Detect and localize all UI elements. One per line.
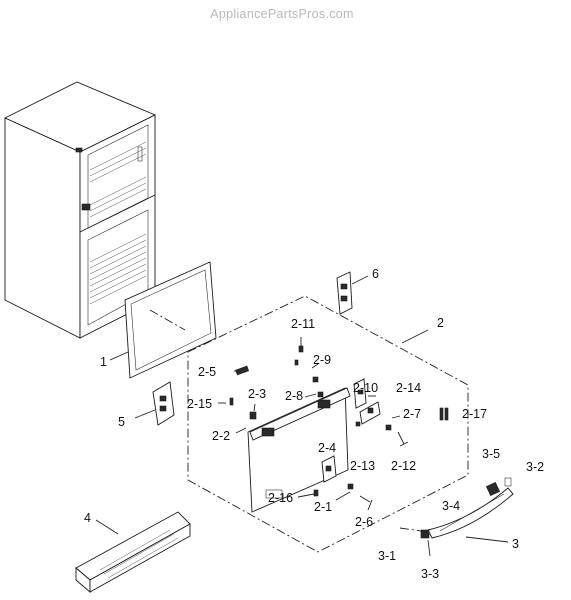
label-3-4: 3-4 [442,499,460,513]
door-gasket-part-1 [109,261,217,379]
label-6: 6 [372,267,379,281]
refrigerator-cabinet [3,81,157,339]
freezer-door-panel [247,387,351,513]
label-2-4: 2-4 [318,441,336,455]
label-5: 5 [118,415,125,429]
label-2-10: 2-10 [353,381,378,395]
hinge-bracket-part-5 [134,381,175,426]
label-2-5: 2-5 [198,365,216,379]
label-2-14: 2-14 [396,381,421,395]
label-3-3: 3-3 [421,567,439,581]
bracket-part-6 [336,271,369,315]
label-2-1: 2-1 [314,500,332,514]
label-2-8: 2-8 [285,389,303,403]
label-2-11: 2-11 [291,317,315,331]
label-2-15: 2-15 [187,397,212,411]
label-4: 4 [84,511,91,525]
label-3-1: 3-1 [378,549,396,563]
drawer-tray-part-4 [75,511,191,593]
handle-part-3 [399,477,514,557]
label-2-12: 2-12 [391,459,416,473]
label-3-5: 3-5 [482,447,500,461]
small-hardware-parts [218,337,449,511]
label-2-6: 2-6 [355,515,373,529]
label-2-13: 2-13 [350,459,375,473]
label-1: 1 [100,355,107,369]
label-2-2: 2-2 [212,429,230,443]
label-2-16: 2-16 [268,491,293,505]
watermark-text: AppliancePartsPros.com [210,7,353,21]
label-3-2: 3-2 [526,460,544,474]
label-2-3: 2-3 [248,387,266,401]
label-2-17: 2-17 [462,407,487,421]
label-3: 3 [512,537,519,551]
label-2-7: 2-7 [403,407,421,421]
door-assembly-boundary-part-2 [187,295,469,553]
label-2-9: 2-9 [313,353,331,367]
label-2: 2 [437,316,444,330]
